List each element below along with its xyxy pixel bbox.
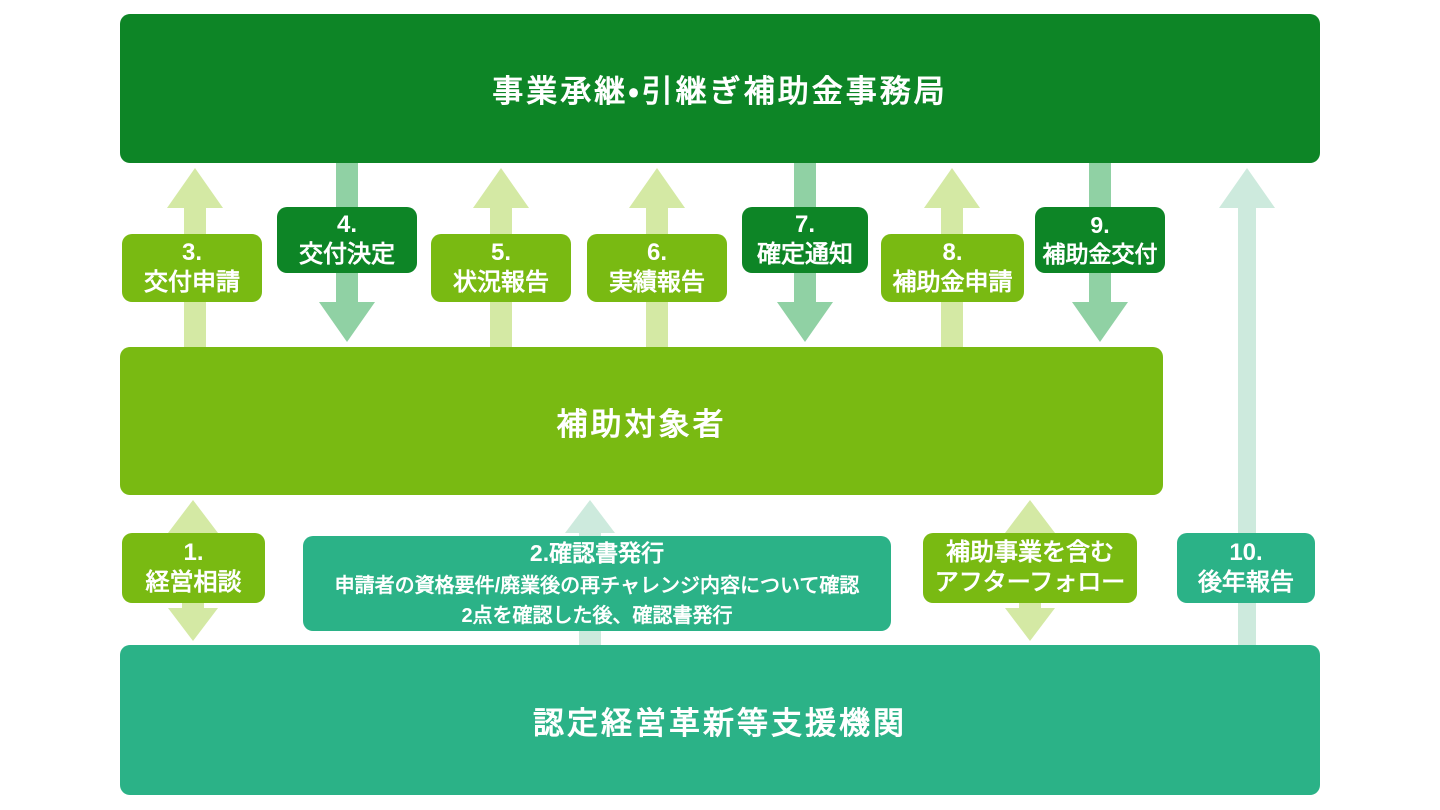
step-number: 7. [794, 211, 815, 238]
step-number: 1. [183, 539, 204, 566]
step-label: 状況報告 [453, 269, 549, 296]
step-label: 交付申請 [144, 269, 240, 296]
step-detail-line1: 申請者の資格要件/廃業後の再チャレンジ内容について確認 [334, 574, 860, 597]
arrowhead-down-icon [168, 608, 218, 641]
step-box-5-status-report: 5. 状況報告 [431, 234, 571, 302]
step-label: 補助金申請 [892, 269, 1013, 296]
step-number: 10. [1229, 539, 1263, 566]
arrowhead-up-icon [473, 168, 529, 208]
step-number: 5. [490, 239, 511, 266]
step-box-6-results-report: 6. 実績報告 [587, 234, 727, 302]
arrowhead-down-icon [1072, 302, 1128, 342]
arrowhead-down-icon [1005, 608, 1055, 641]
step-label: 後年報告 [1198, 569, 1294, 596]
step-label: 確定通知 [757, 241, 853, 268]
step-title: 2.確認書発行 [529, 540, 665, 567]
step-box-9-subsidy-payment: 9. 補助金交付 [1035, 207, 1165, 273]
step-label: 経営相談 [145, 569, 242, 596]
arrowhead-up-icon [167, 168, 223, 208]
support-org-bar: 認定経営革新等支援機関 [120, 645, 1320, 795]
arrowhead-up-icon [1005, 500, 1055, 533]
step-box-10-later-year-report: 10. 後年報告 [1177, 533, 1315, 603]
office-bar: 事業承継・引継ぎ補助金事務局 [120, 14, 1320, 163]
arrowhead-up-icon [1219, 168, 1275, 208]
office-bar-label: 事業承継・引継ぎ補助金事務局 [492, 74, 948, 109]
arrowhead-up-icon [629, 168, 685, 208]
step-detail-line2: 2点を確認した後、確認書発行 [461, 604, 733, 627]
step-box-2-confirmation-issuance: 2.確認書発行 申請者の資格要件/廃業後の再チャレンジ内容について確認 2点を確… [303, 536, 891, 631]
step-number: 4. [336, 211, 357, 238]
step-box-8-subsidy-application: 8. 補助金申請 [881, 234, 1024, 302]
after-follow-line2: アフターフォロー [934, 569, 1126, 596]
step-number: 8. [942, 239, 963, 266]
arrowhead-up-icon [168, 500, 218, 533]
step-box-3-grant-application: 3. 交付申請 [122, 234, 262, 302]
step-label: 実績報告 [609, 269, 705, 296]
after-follow-box: 補助事業を含む アフターフォロー [923, 533, 1137, 603]
recipient-bar: 補助対象者 [120, 347, 1163, 495]
step-number: 9. [1090, 212, 1110, 239]
arrowhead-up-icon [565, 500, 615, 533]
step-box-7-confirmation-notice: 7. 確定通知 [742, 207, 868, 273]
after-follow-line1: 補助事業を含む [946, 539, 1114, 566]
step-label: 補助金交付 [1042, 241, 1158, 267]
step-number: 3. [181, 239, 202, 266]
step-box-1-management-consultation: 1. 経営相談 [122, 533, 265, 603]
arrowhead-down-icon [319, 302, 375, 342]
support-org-bar-label: 認定経営革新等支援機関 [533, 705, 907, 741]
step-box-4-grant-decision: 4. 交付決定 [277, 207, 417, 273]
recipient-bar-label: 補助対象者 [556, 406, 727, 442]
step-number: 6. [646, 239, 667, 266]
arrowhead-up-icon [924, 168, 980, 208]
step-label: 交付決定 [299, 241, 395, 268]
arrowhead-down-icon [777, 302, 833, 342]
